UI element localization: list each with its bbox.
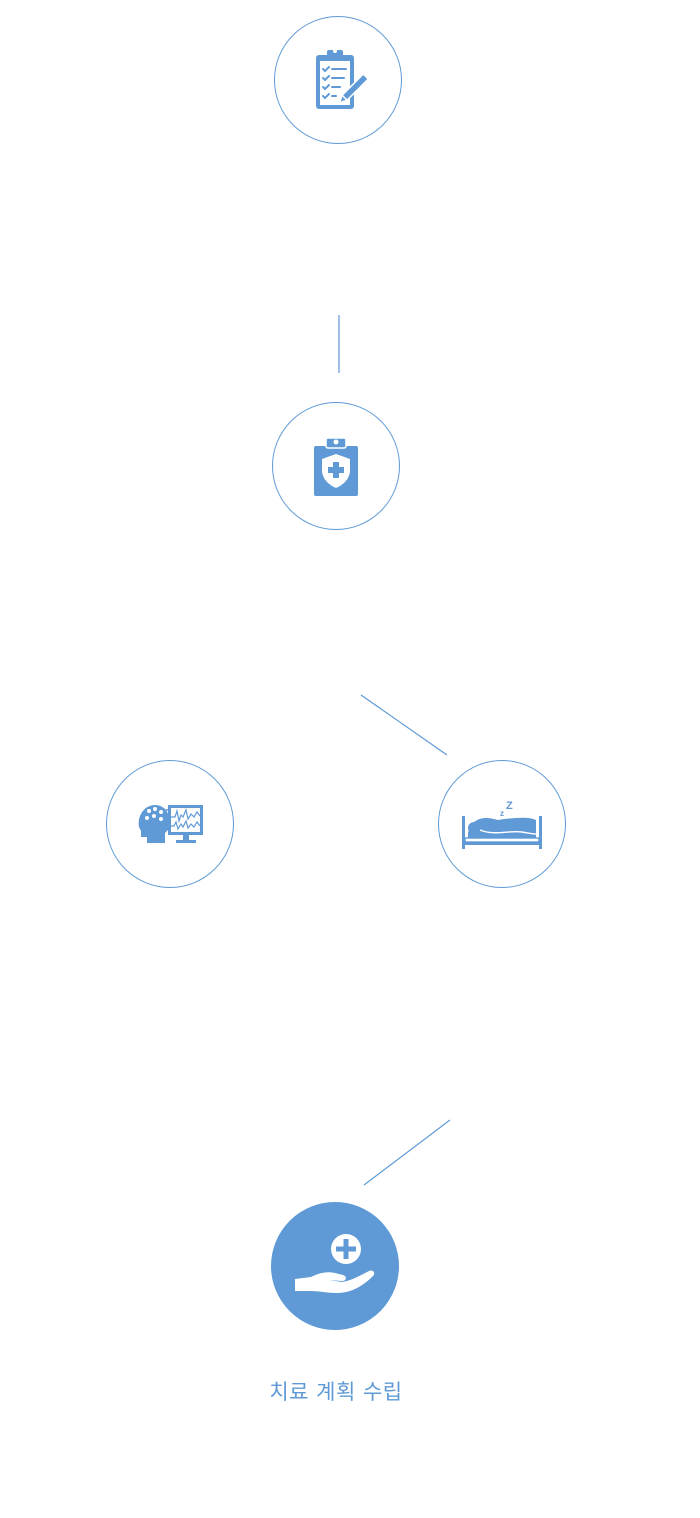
step-circle-questionnaire	[274, 16, 402, 144]
medical-clipboard-shield-icon	[314, 437, 358, 496]
sleeping-person-bed-icon: Z z	[462, 800, 542, 849]
connector-line-3	[363, 1119, 451, 1186]
brain-eeg-monitor-icon	[138, 805, 203, 843]
treatment-plan-label: 치료 계획 수립	[269, 1380, 403, 1404]
svg-text:z: z	[500, 809, 504, 818]
step-circle-sleep-test: Z z	[438, 760, 566, 888]
svg-text:Z: Z	[506, 800, 513, 812]
step-circle-brain-test	[106, 760, 234, 888]
step-circle-consultation	[272, 402, 400, 530]
clipboard-checklist-icon	[316, 49, 368, 109]
hand-plus-care-icon	[295, 1234, 375, 1293]
connector-line-2	[360, 694, 448, 756]
step-circle-treatment-plan	[271, 1202, 399, 1330]
